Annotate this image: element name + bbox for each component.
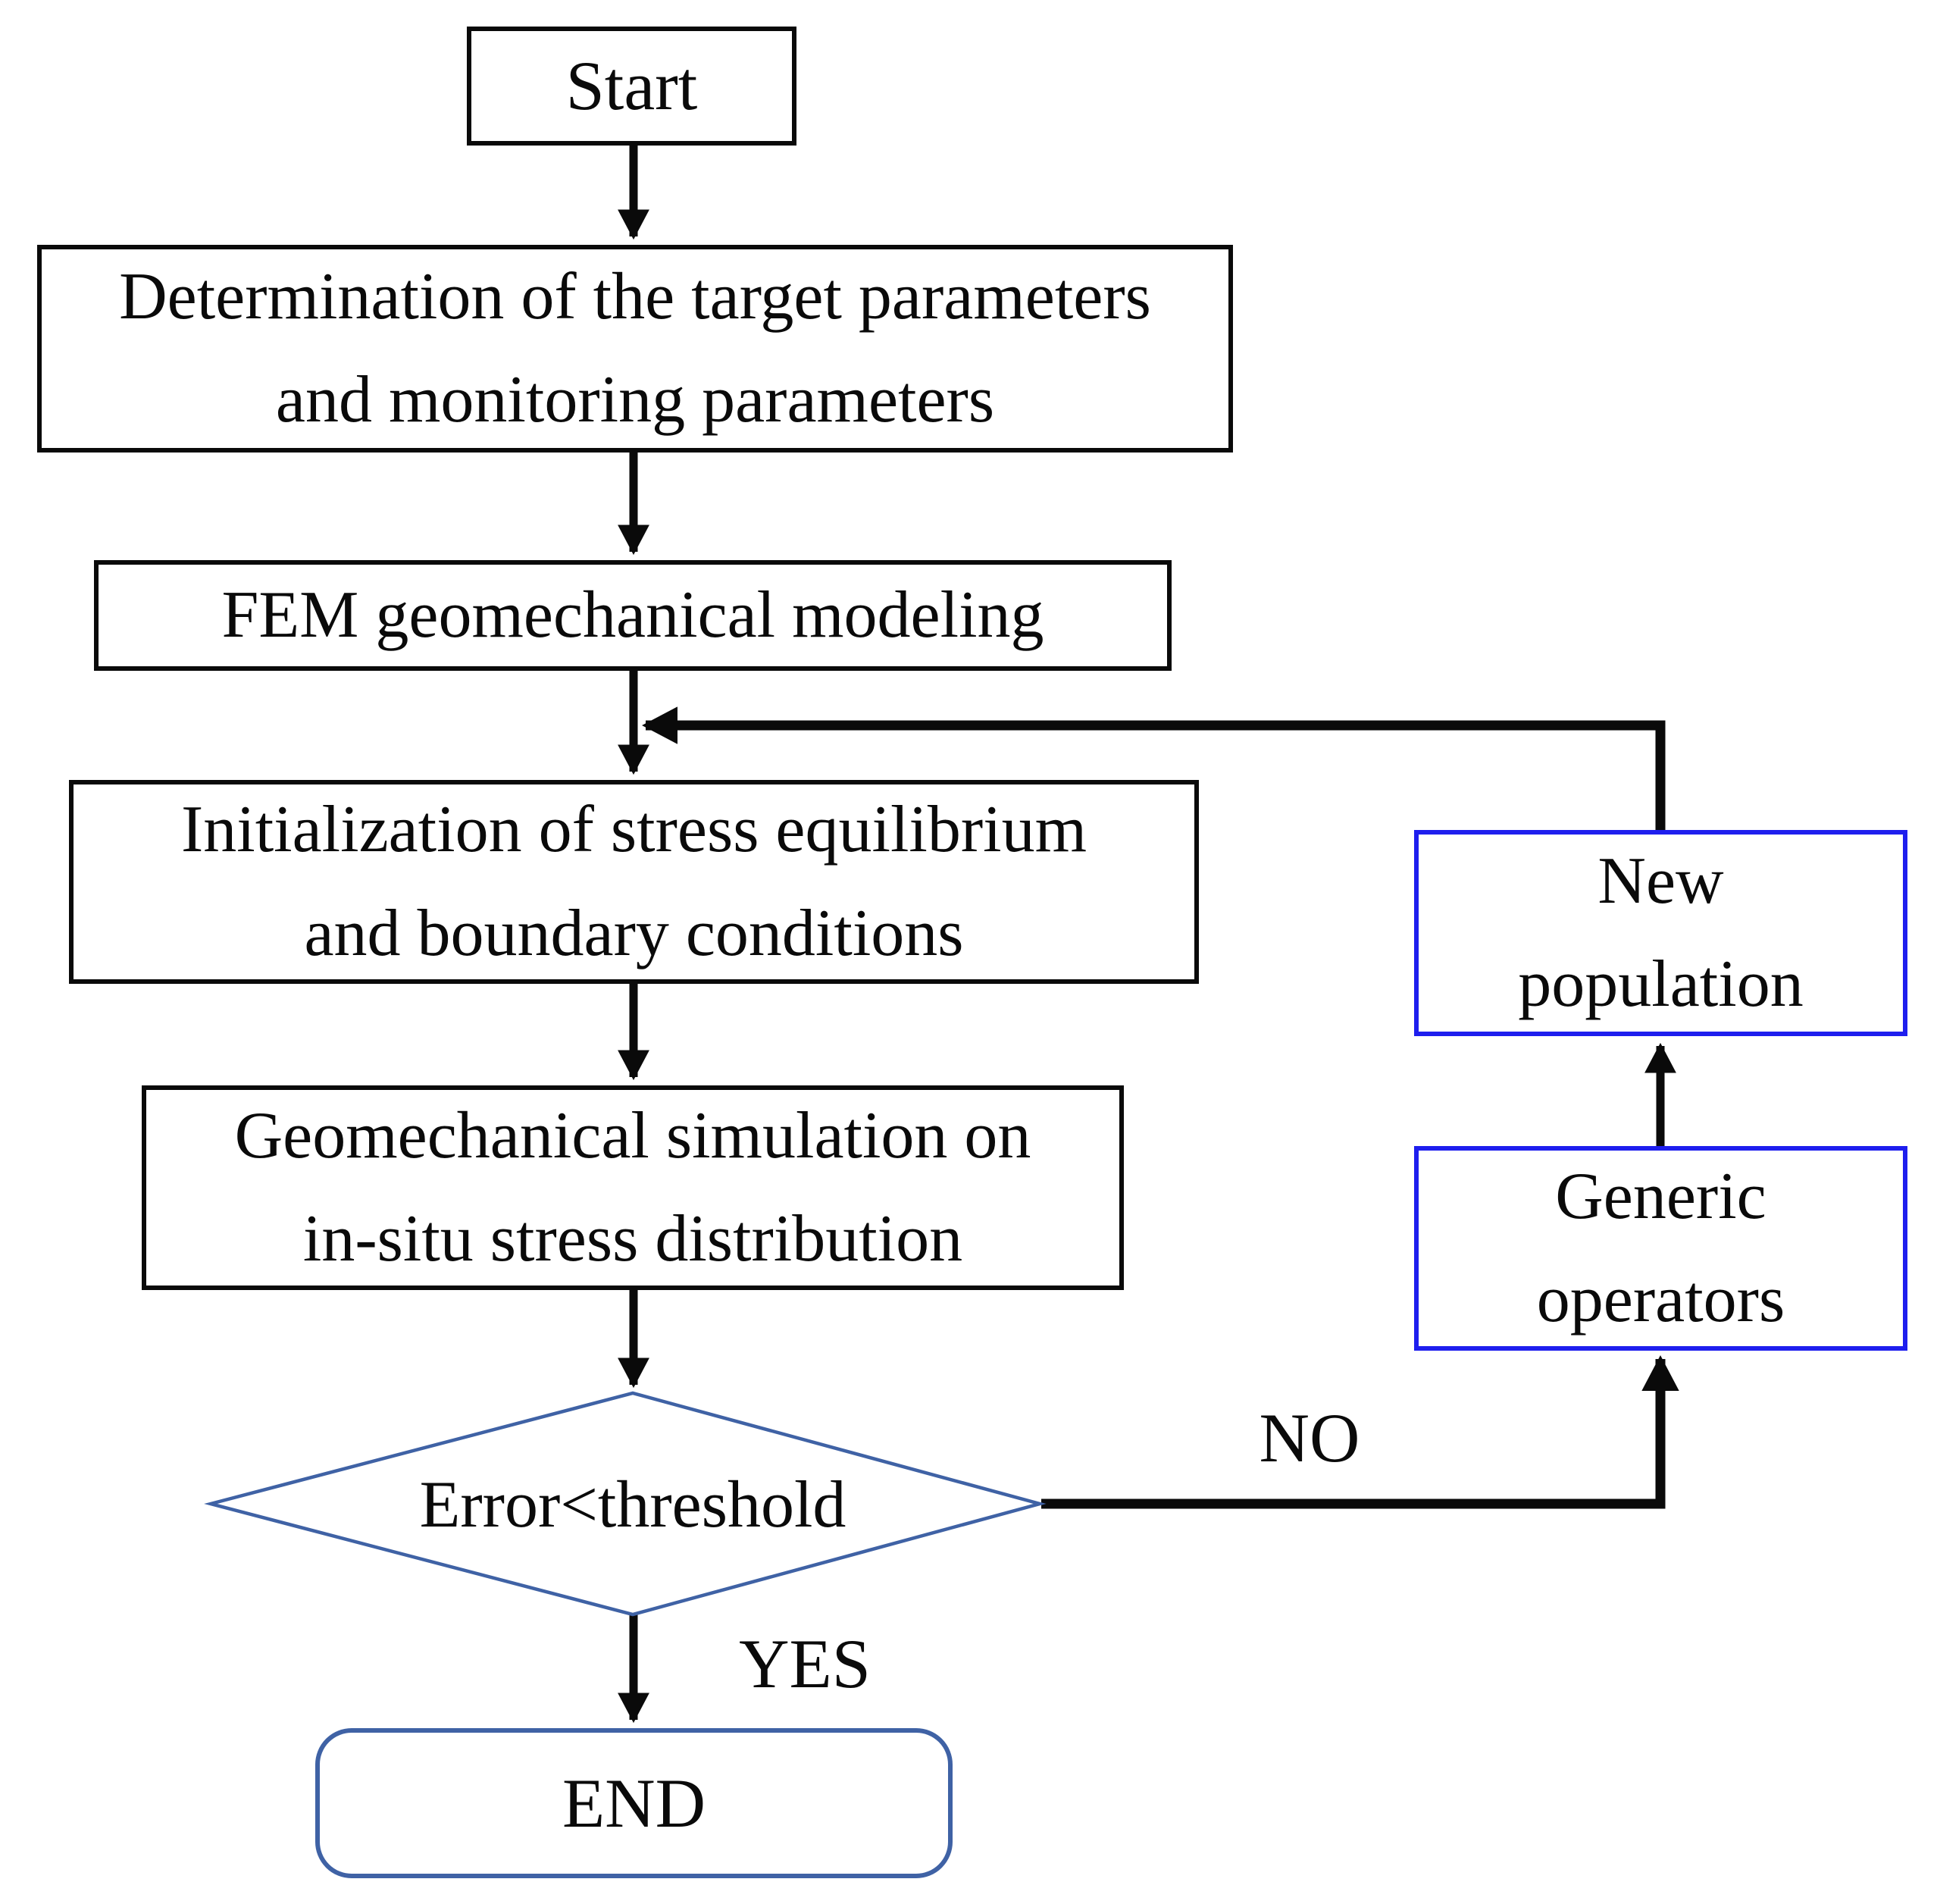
flow-node-simulation-line2: in-situ stress distribution [302, 1202, 963, 1276]
flow-node-initialization-line2: and boundary conditions [304, 896, 964, 970]
flow-node-determination-line2: and monitoring parameters [275, 363, 995, 437]
flow-node-decision: Error<threshold [258, 1433, 1008, 1577]
flow-node-fem-modeling-label: FEM geomechanical modeling [221, 578, 1044, 652]
flow-node-new-population-line1: New [1597, 844, 1724, 918]
flow-node-end: END [315, 1728, 953, 1878]
flow-node-new-population: New population [1414, 830, 1907, 1036]
flow-node-start-label: Start [565, 47, 698, 125]
flow-node-generic-operators-line2: operators [1536, 1263, 1785, 1336]
flow-node-new-population-line2: population [1518, 947, 1804, 1021]
flow-node-generic-operators-line1: Generic [1555, 1159, 1766, 1233]
flow-node-initialization: Initialization of stress equilibrium and… [69, 780, 1199, 984]
flow-node-simulation: Geomechanical simulation on in-situ stre… [142, 1085, 1124, 1290]
flow-node-initialization-line1: Initialization of stress equilibrium [180, 793, 1087, 867]
flow-node-simulation-line1: Geomechanical simulation on [234, 1098, 1031, 1173]
flow-node-decision-label: Error<threshold [419, 1467, 846, 1542]
flow-node-determination-line1: Determination of the target parameters [119, 259, 1151, 334]
flow-node-start: Start [467, 27, 796, 146]
flow-node-determination: Determination of the target parameters a… [37, 245, 1233, 453]
flow-node-generic-operators: Generic operators [1414, 1146, 1907, 1351]
edge-label-yes: YES [739, 1625, 871, 1702]
flow-node-end-label: END [562, 1764, 706, 1842]
flow-node-fem-modeling: FEM geomechanical modeling [94, 560, 1172, 671]
edge-label-no: NO [1259, 1399, 1360, 1477]
